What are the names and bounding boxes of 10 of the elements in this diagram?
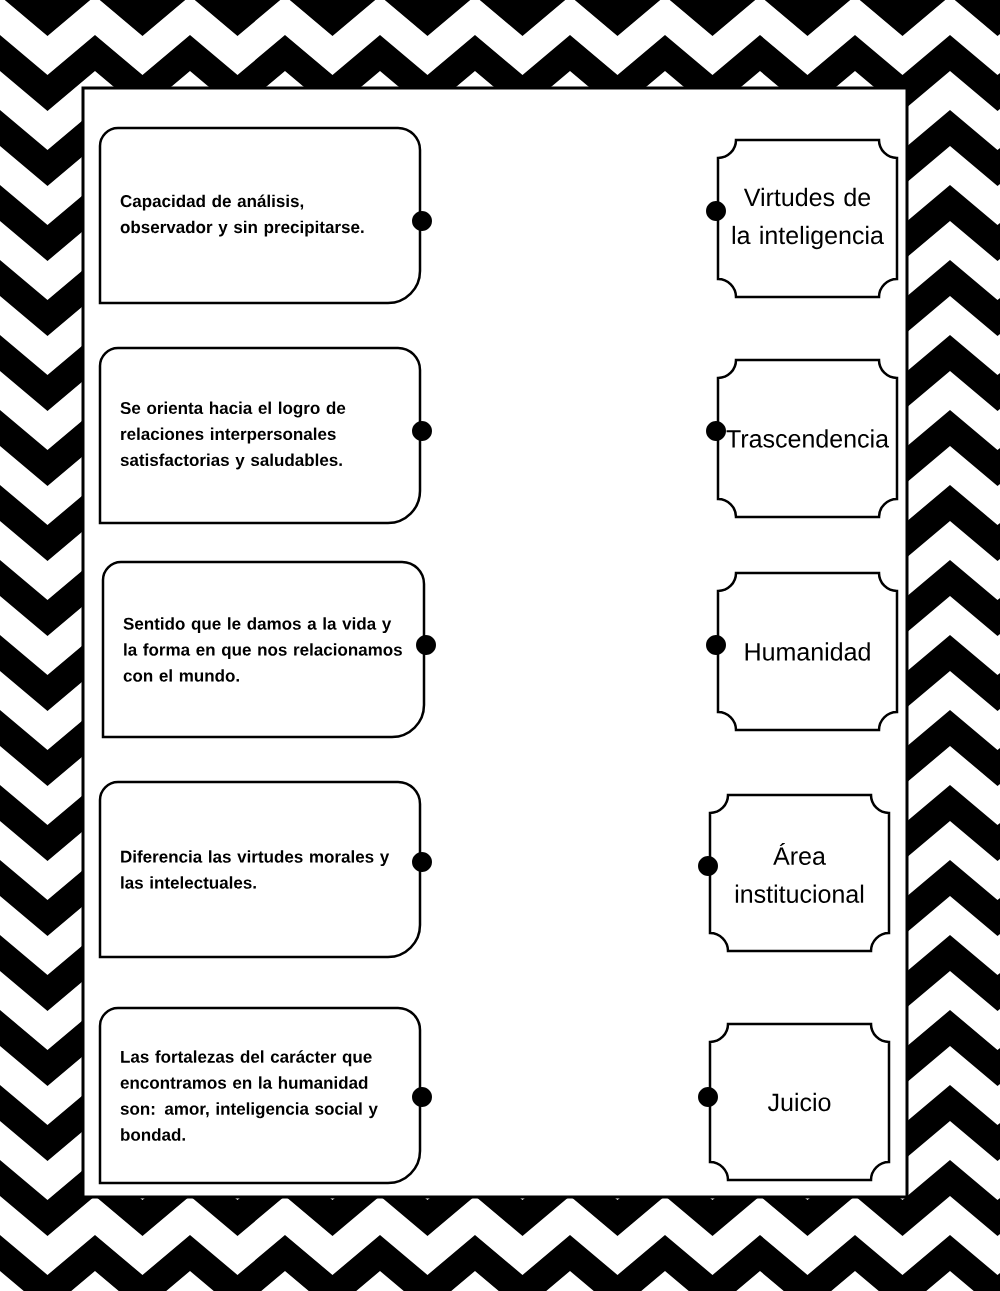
label-card: Humanidad [716,571,899,732]
text-card: Se orienta hacia el logro de relaciones interpersonales satisfactorias y saludables. [98,346,422,525]
label-card: Juicio [708,1022,891,1182]
text-card: Las fortalezas del carácter que encontramos en la humanidad son: amor, inteligencia social y bondad. [98,1006,422,1185]
label-card: Virtudes de la inteligencia [716,138,899,299]
label-card: Área institucional [708,793,891,953]
text-card: Diferencia las virtudes morales y las intelectuales. [98,780,422,959]
text-card: Capacidad de análisis, observador y sin precipitarse. [98,126,422,305]
text-card: Sentido que le damos a la vida y la forma en que nos relacionamos con el mundo. [101,560,426,739]
label-card: Trascendencia [716,358,899,519]
